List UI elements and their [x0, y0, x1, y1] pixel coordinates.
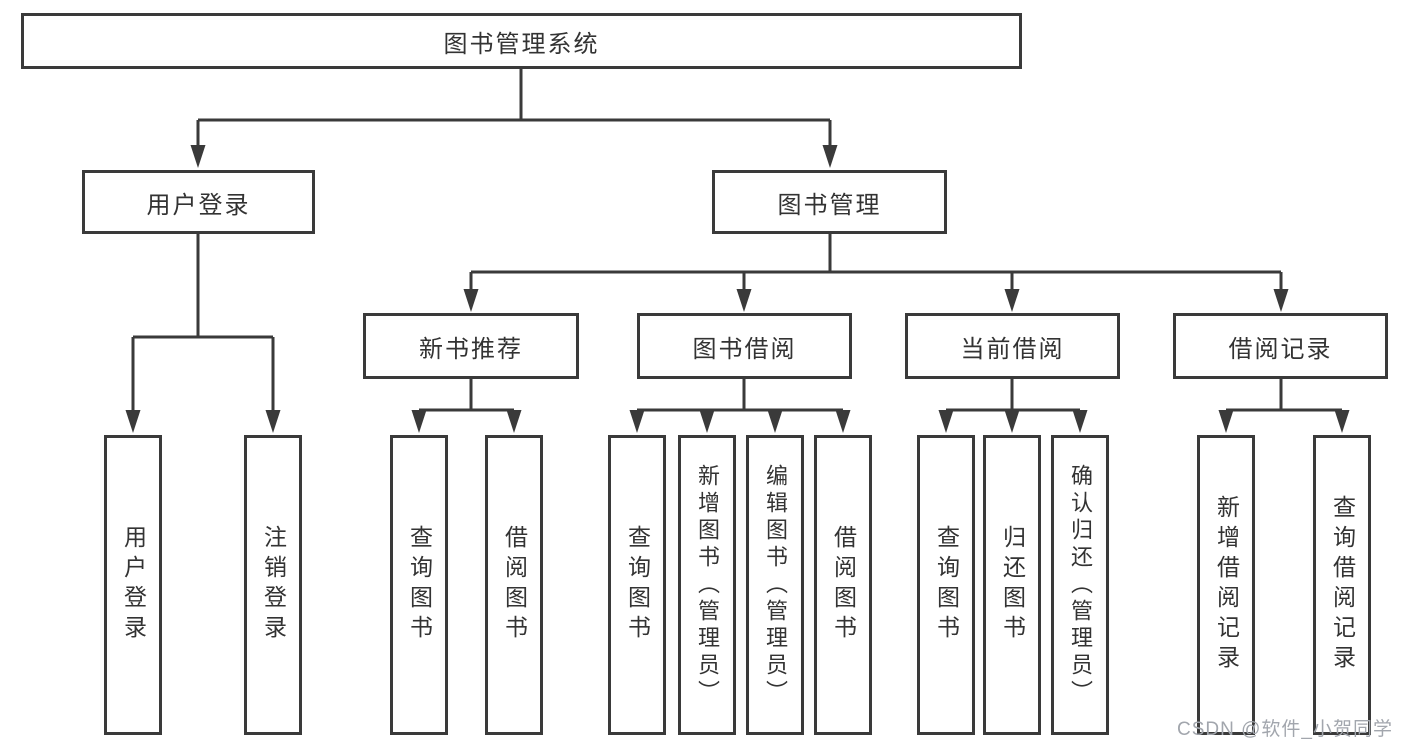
leaf-label: 查询图书	[933, 525, 960, 645]
leaf-logout: 注销登录	[244, 435, 302, 735]
node-new-book-recommend: 新书推荐	[363, 313, 579, 379]
leaf-user-login: 用户登录	[104, 435, 162, 735]
connector-new-book-group	[419, 379, 514, 412]
node-current-borrow: 当前借阅	[905, 313, 1120, 379]
leaf-label: 新增借阅记录	[1213, 495, 1240, 675]
leaf-label: 查询图书	[624, 525, 651, 645]
leaf-logout-label: 注销登录	[260, 525, 287, 645]
leaf-label: 查询借阅记录	[1329, 495, 1356, 675]
leaf-query-books-recommend: 查询图书	[390, 435, 448, 735]
node-book-borrow: 图书借阅	[637, 313, 852, 379]
node-borrow-records: 借阅记录	[1173, 313, 1388, 379]
leaf-label: 借阅图书	[501, 525, 528, 645]
leaf-label: 确认归还（管理员）	[1068, 463, 1093, 707]
arrowheads	[125, 145, 1350, 433]
leaf-borrow-books-recommend: 借阅图书	[485, 435, 543, 735]
leaf-label: 查询图书	[406, 525, 433, 645]
leaf-label: 新增图书（管理员）	[695, 463, 720, 707]
node-library-management-system: 图书管理系统	[21, 13, 1022, 69]
leaf-return-books: 归还图书	[983, 435, 1041, 735]
leaf-label: 归还图书	[999, 525, 1026, 645]
node-book-management-branch: 图书管理	[712, 170, 947, 234]
leaf-label: 编辑图书（管理员）	[763, 463, 788, 707]
leaf-user-login-label: 用户登录	[120, 525, 147, 645]
connector-user-login-group	[131, 234, 275, 410]
connector-borrow-record-group	[1226, 379, 1342, 412]
connector-current-borrow-group	[946, 379, 1080, 412]
leaf-label: 借阅图书	[830, 525, 857, 645]
leaf-confirm-return-admin: 确认归还（管理员）	[1051, 435, 1109, 735]
leaf-query-books-borrow: 查询图书	[608, 435, 666, 735]
leaf-edit-books-admin: 编辑图书（管理员）	[746, 435, 804, 735]
csdn-watermark: CSDN @软件_小贺同学	[1177, 719, 1393, 740]
leaf-borrow-books: 借阅图书	[814, 435, 872, 735]
node-user-login-branch: 用户登录	[82, 170, 315, 234]
leaf-add-borrow-record: 新增借阅记录	[1197, 435, 1255, 735]
connector-root	[196, 69, 832, 147]
connector-book-borrow-group	[637, 379, 843, 412]
leaf-query-books-current: 查询图书	[917, 435, 975, 735]
connector-book-management-group	[469, 234, 1283, 291]
leaf-query-borrow-record: 查询借阅记录	[1313, 435, 1371, 735]
leaf-add-books-admin: 新增图书（管理员）	[678, 435, 736, 735]
